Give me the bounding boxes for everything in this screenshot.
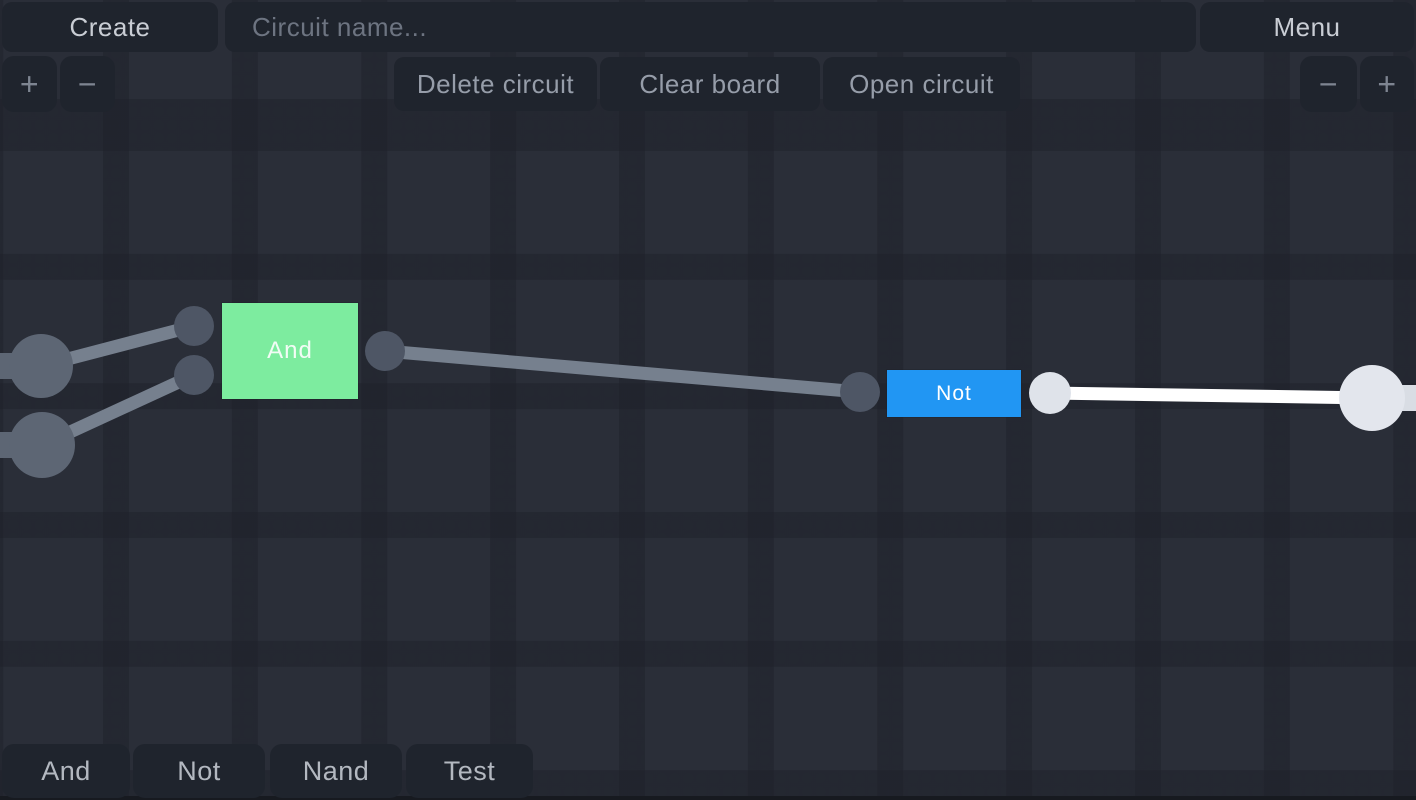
zoom-in-button-right[interactable]: + xyxy=(1360,56,1414,112)
palette-item-nand[interactable]: Nand xyxy=(270,744,402,798)
bottom-edge-strip xyxy=(0,796,1416,800)
wire-not-to-output[interactable] xyxy=(1049,386,1373,405)
clear-board-button[interactable]: Clear board xyxy=(600,57,820,111)
input-node-b[interactable] xyxy=(9,412,75,478)
zoom-out-button-left[interactable]: − xyxy=(60,56,115,112)
and-input-pin-2[interactable] xyxy=(174,355,214,395)
gate-not[interactable]: Not xyxy=(887,370,1021,417)
palette-item-not[interactable]: Not xyxy=(133,744,265,798)
circuit-name-input[interactable] xyxy=(225,2,1196,52)
and-input-pin-1[interactable] xyxy=(174,306,214,346)
wire-and-to-not[interactable] xyxy=(384,344,861,399)
zoom-out-button-right[interactable]: − xyxy=(1300,56,1357,112)
not-output-pin[interactable] xyxy=(1029,372,1071,414)
palette-item-and[interactable]: And xyxy=(2,744,130,798)
and-output-pin[interactable] xyxy=(365,331,405,371)
gate-and[interactable]: And xyxy=(222,303,358,399)
output-node[interactable] xyxy=(1339,365,1405,431)
palette-item-test[interactable]: Test xyxy=(406,744,533,798)
menu-button[interactable]: Menu xyxy=(1200,2,1414,52)
input-node-a[interactable] xyxy=(9,334,73,398)
open-circuit-button[interactable]: Open circuit xyxy=(823,57,1020,111)
not-input-pin[interactable] xyxy=(840,372,880,412)
zoom-in-button-left[interactable]: + xyxy=(2,56,57,112)
delete-circuit-button[interactable]: Delete circuit xyxy=(394,57,597,111)
create-button[interactable]: Create xyxy=(2,2,218,52)
